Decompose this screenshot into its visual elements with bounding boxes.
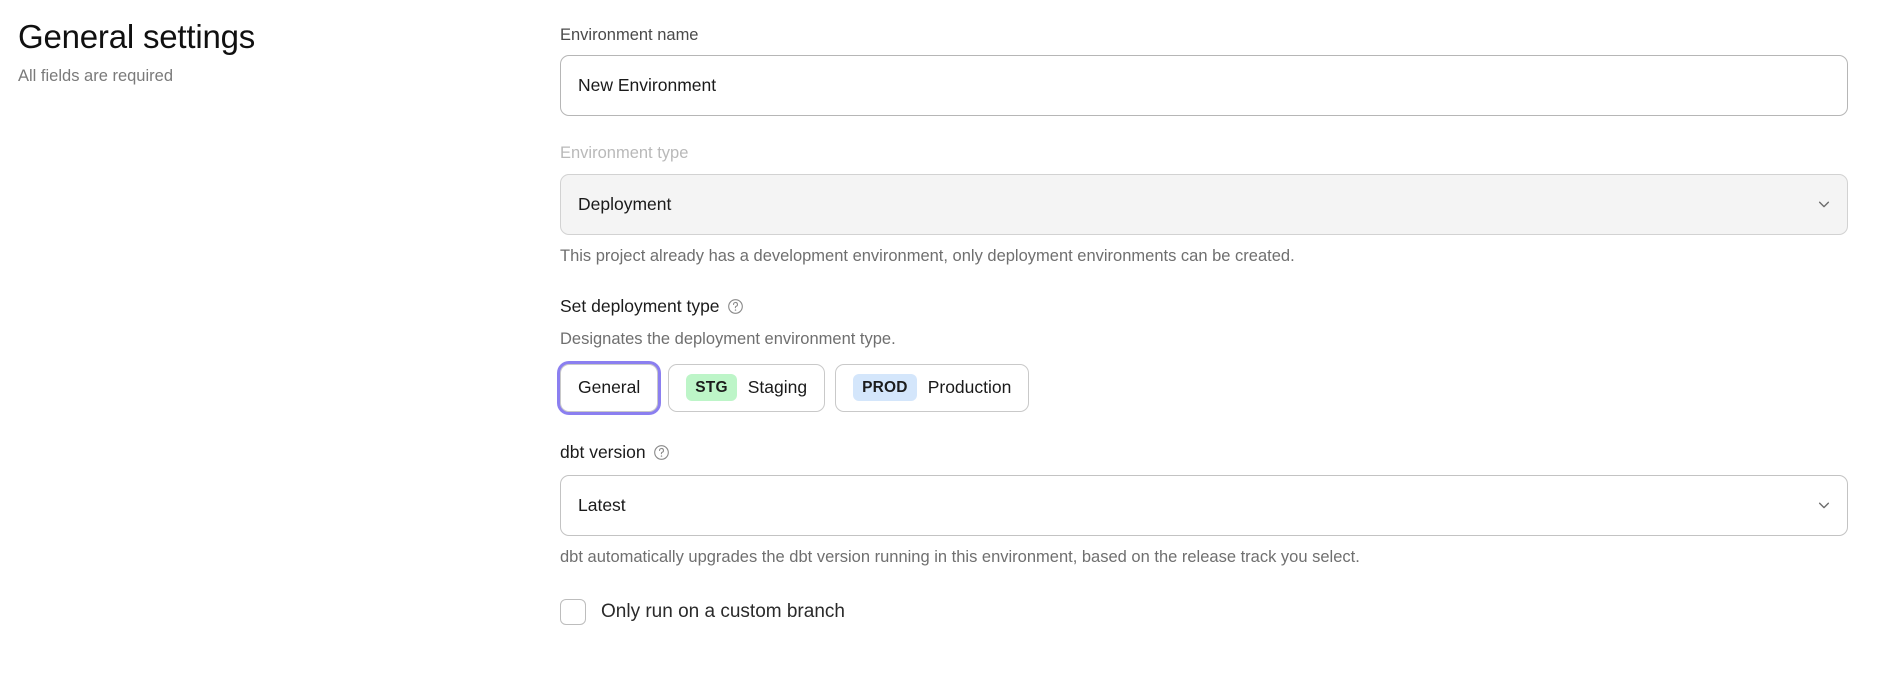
production-badge: PROD xyxy=(853,374,917,402)
settings-header-column: General settings All fields are required xyxy=(0,0,560,678)
environment-name-field: Environment name New Environment xyxy=(560,25,1848,117)
environment-type-field: Environment type Deployment This project… xyxy=(560,143,1848,267)
dbt-version-title: dbt version xyxy=(560,441,646,462)
page-title: General settings xyxy=(18,18,256,55)
dbt-version-heading: dbt version xyxy=(560,442,1848,463)
environment-type-select-wrap: Deployment xyxy=(560,173,1848,235)
environment-name-label: Environment name xyxy=(560,26,699,44)
dbt-version-helper: dbt automatically upgrades the dbt versi… xyxy=(560,547,1360,566)
custom-branch-row[interactable]: Only run on a custom branch xyxy=(560,599,1848,626)
environment-name-input[interactable]: New Environment xyxy=(560,55,1848,117)
environment-type-select[interactable]: Deployment xyxy=(560,173,1848,235)
page-subtitle: All fields are required xyxy=(18,66,173,85)
custom-branch-checkbox[interactable] xyxy=(560,599,586,626)
deployment-type-description: Designates the deployment environment ty… xyxy=(560,330,896,349)
dbt-version-select[interactable]: Latest xyxy=(560,474,1848,536)
deployment-type-section: Set deployment type Designates the deplo… xyxy=(560,296,1848,412)
help-circle-icon[interactable] xyxy=(727,298,744,315)
custom-branch-label[interactable]: Only run on a custom branch xyxy=(601,600,845,622)
deployment-type-heading: Set deployment type xyxy=(560,296,1848,317)
deployment-type-options: General STG Staging PROD Production xyxy=(560,363,1848,412)
dbt-version-section: dbt version Latest dbt automatica xyxy=(560,442,1848,568)
environment-type-label: Environment type xyxy=(560,144,689,163)
option-label: General xyxy=(578,377,641,398)
deployment-type-option-staging[interactable]: STG Staging xyxy=(668,363,826,412)
dbt-version-select-wrap: Latest xyxy=(560,474,1848,536)
deployment-type-title: Set deployment type xyxy=(560,296,720,317)
option-label: Staging xyxy=(747,377,808,398)
option-label: Production xyxy=(927,377,1012,398)
staging-badge: STG xyxy=(686,374,737,402)
environment-type-helper: This project already has a development e… xyxy=(560,246,1295,265)
settings-form-column: Environment name New Environment Environ… xyxy=(560,0,1890,678)
help-circle-icon[interactable] xyxy=(653,444,670,461)
deployment-type-option-general[interactable]: General xyxy=(560,363,659,412)
deployment-type-option-production[interactable]: PROD Production xyxy=(835,363,1030,412)
